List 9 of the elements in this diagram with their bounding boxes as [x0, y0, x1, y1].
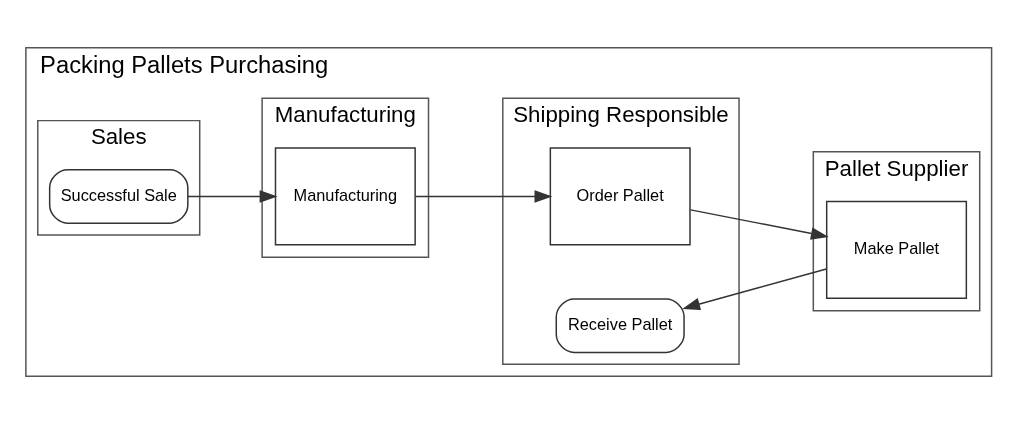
arrow [187, 189, 278, 203]
arrow [689, 208, 829, 240]
arrow [682, 267, 828, 310]
node-box: Receive Pallet [555, 297, 685, 353]
node-box: Manufacturing [274, 146, 416, 245]
arrow [414, 189, 553, 203]
node-box: Successful Sale [48, 168, 189, 224]
node-box: Make Pallet [825, 200, 968, 299]
node-box: Order Pallet [549, 146, 691, 245]
